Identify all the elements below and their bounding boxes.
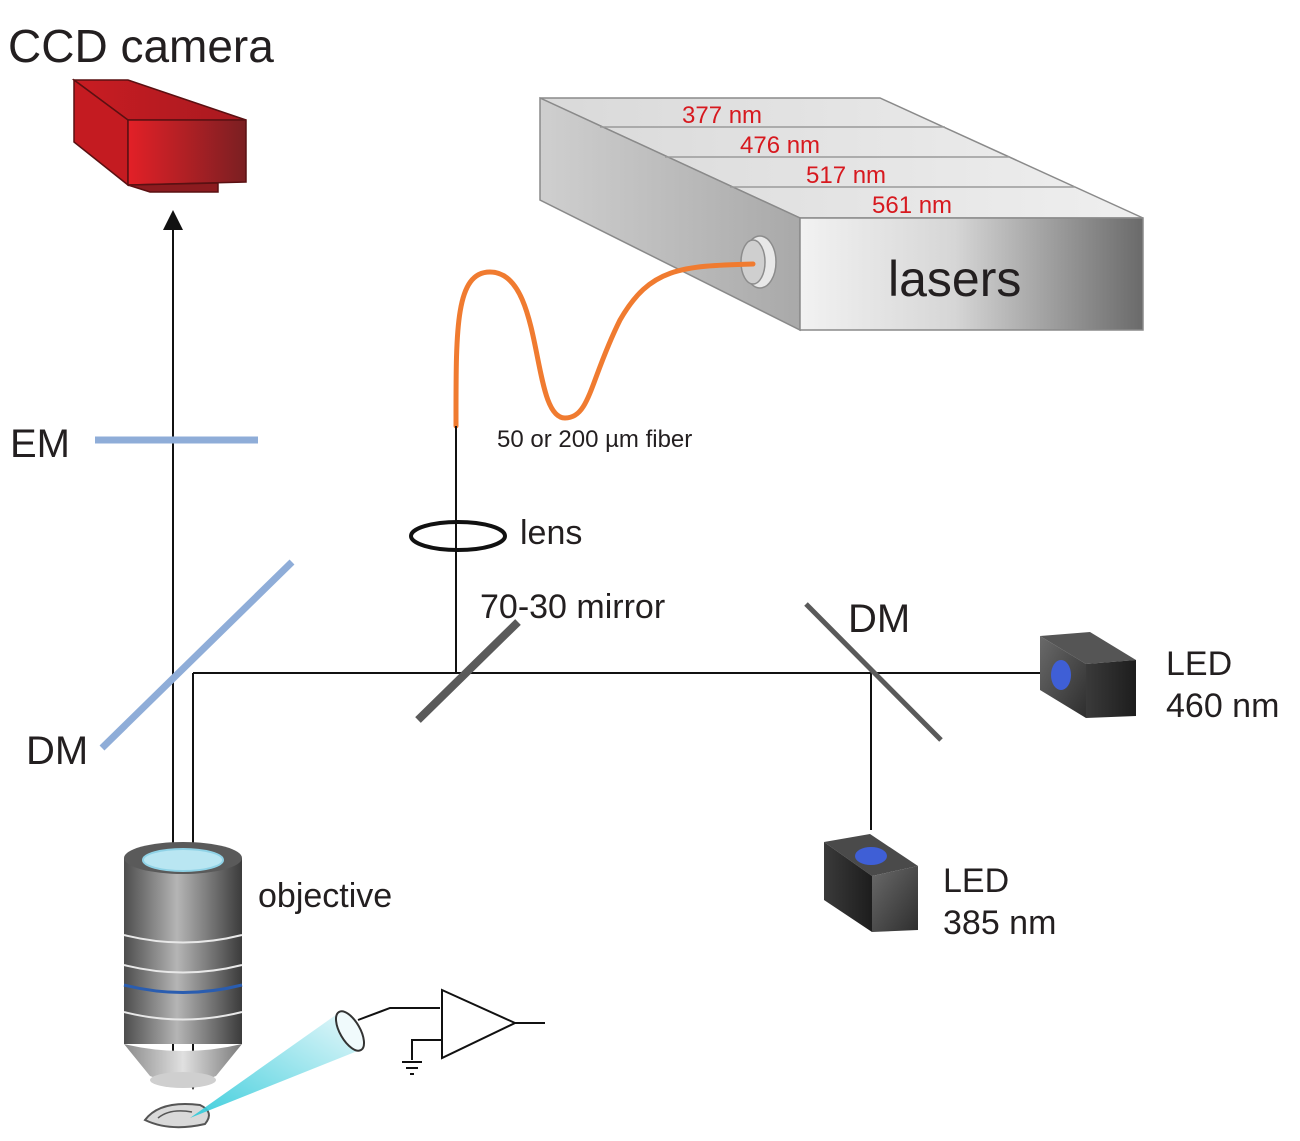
lasers-label: lasers <box>888 251 1021 307</box>
lens-label: lens <box>520 514 582 552</box>
amplifier <box>357 988 545 1075</box>
dichroic-mirror-right <box>804 602 943 742</box>
laser-line-476: 476 nm <box>740 132 820 159</box>
em-label: EM <box>10 422 70 466</box>
camera-label: CCD camera <box>8 20 274 72</box>
ccd-camera <box>71 78 247 193</box>
objective-lens <box>123 842 243 1088</box>
mirror-label: 70-30 mirror <box>480 588 665 626</box>
sample-dish <box>143 1103 210 1129</box>
light-cone <box>190 1012 360 1118</box>
led-460-wavelength: 460 nm <box>1166 687 1279 725</box>
laser-line-517: 517 nm <box>806 162 886 189</box>
laser-line-561: 561 nm <box>872 192 952 219</box>
led-385-wavelength: 385 nm <box>943 904 1056 942</box>
led-385-name: LED <box>943 862 1009 900</box>
led-460-name: LED <box>1166 645 1232 683</box>
lens <box>409 520 507 552</box>
laser-line-377: 377 nm <box>682 102 762 129</box>
dm-right-label: DM <box>848 597 910 641</box>
fiber-label: 50 or 200 µm fiber <box>497 426 692 453</box>
objective-label: objective <box>258 877 392 915</box>
led-460 <box>1040 632 1136 718</box>
photodetector <box>335 1010 365 1052</box>
led-385 <box>824 834 918 932</box>
dm-left-label: DM <box>26 729 88 773</box>
mirror-70-30 <box>415 619 521 723</box>
laser-box <box>539 96 1144 332</box>
optical-fiber <box>453 261 756 429</box>
dichroic-mirror-left <box>99 559 295 751</box>
